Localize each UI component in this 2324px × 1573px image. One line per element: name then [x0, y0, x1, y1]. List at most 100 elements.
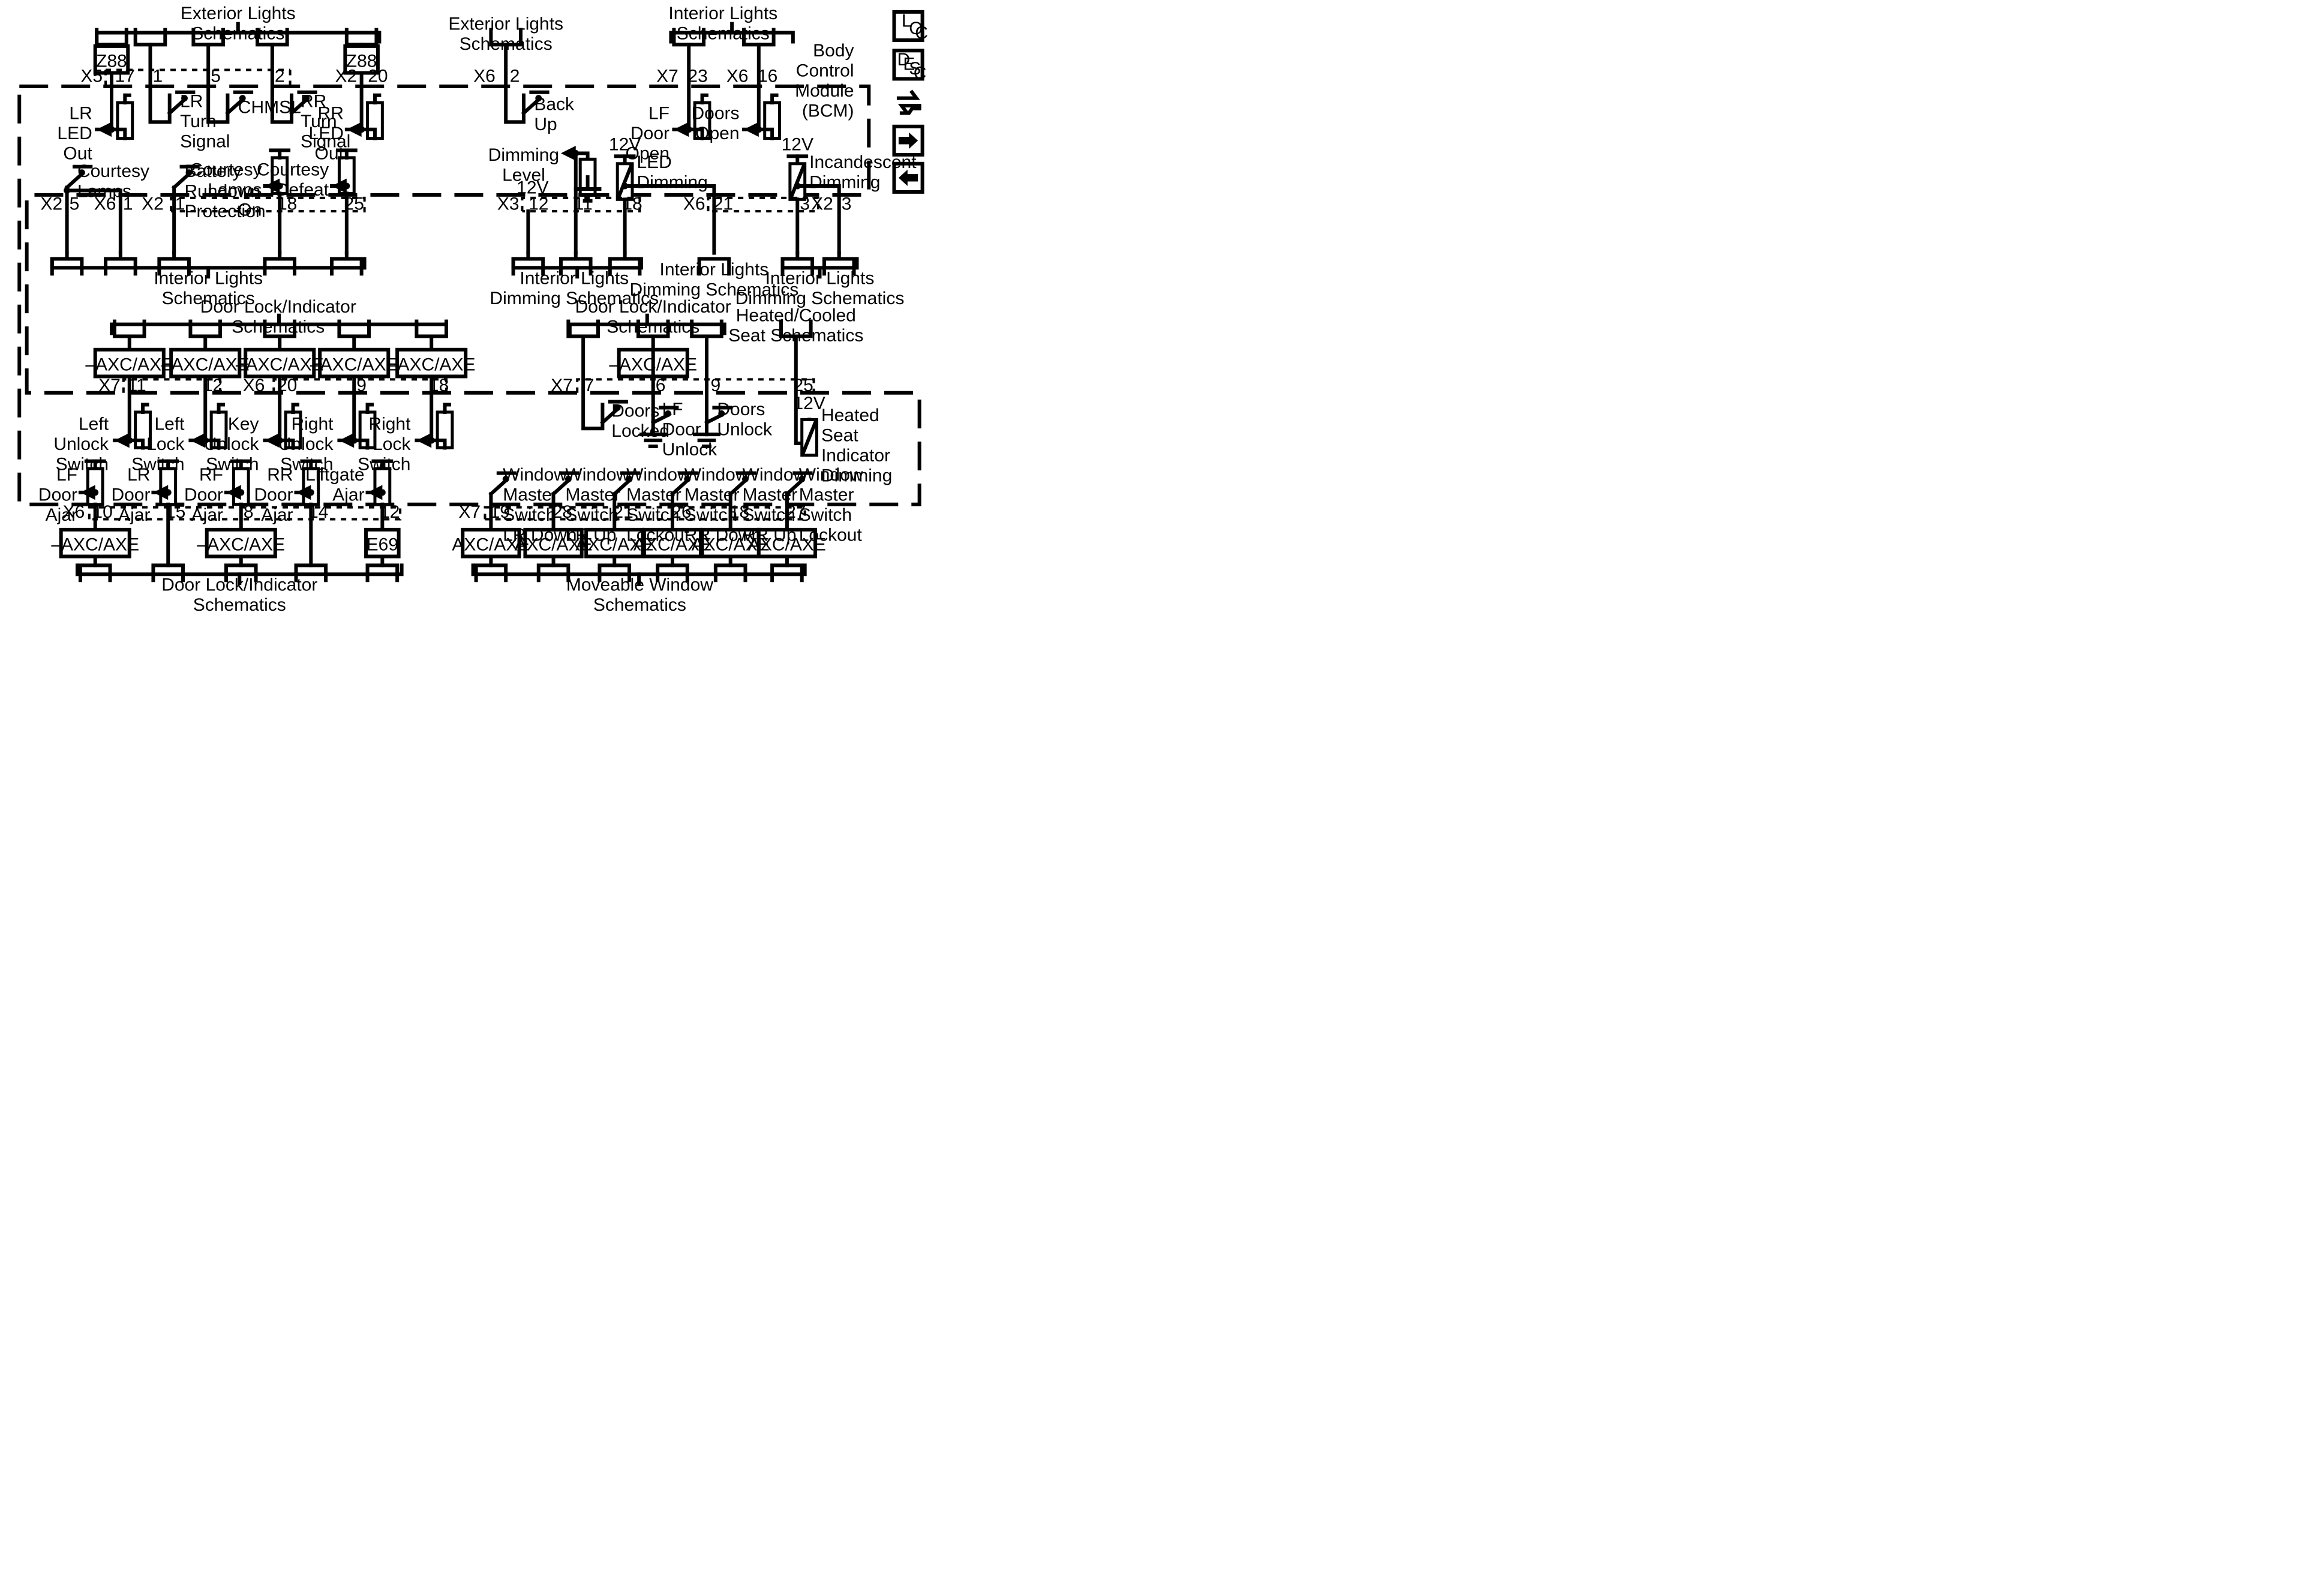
bus-label: Dimming Schematics — [735, 289, 905, 308]
pin-number: 2 — [510, 66, 520, 86]
turn-switch — [225, 97, 245, 116]
pin-number: 11 — [574, 194, 593, 214]
wire — [700, 93, 708, 105]
pin-number: 21 — [713, 194, 733, 214]
bus-label: Schematics — [606, 317, 699, 337]
e69-box — [364, 527, 401, 559]
connector-id: X3 — [497, 194, 520, 214]
junction-dot — [755, 126, 762, 133]
axc-axe-box-label: –AXC/AXE — [310, 355, 398, 375]
function-label: Unlock — [204, 434, 260, 454]
doors-locked-switch — [600, 406, 620, 425]
wire — [123, 93, 131, 105]
pin-number: 16 — [758, 66, 777, 86]
function-label: Door — [630, 124, 669, 143]
bus-label: Interior Lights — [668, 4, 777, 23]
function-label: Unlock — [278, 434, 334, 454]
function-label: Dimming — [821, 466, 892, 485]
function-label: LF — [662, 400, 683, 419]
switch-pivot — [798, 476, 806, 483]
axc-axe-box-label: –AXC/AXE — [236, 355, 324, 375]
loc-icon-letter: L — [902, 11, 912, 31]
function-label: Master — [565, 485, 620, 505]
axc-axe-box-label: AXC/AXE — [633, 535, 711, 555]
pin-number: 12 — [529, 194, 548, 214]
function-label: Left — [79, 415, 109, 434]
axc-axe-box — [93, 347, 166, 379]
module-name: Control — [796, 61, 854, 81]
axc-axe-box-label: –AXC/AXE — [197, 535, 285, 555]
function-label: Heated — [821, 406, 879, 425]
function-label: LED — [57, 124, 92, 143]
function-label: RR Down — [684, 525, 761, 545]
connector-id: X2 — [142, 194, 164, 214]
function-label: Signal — [180, 132, 230, 152]
bus-label: Schematics — [460, 34, 553, 54]
function-label: Courtesy — [77, 161, 149, 181]
function-label: LR — [69, 103, 92, 123]
function-label: Master — [684, 485, 740, 505]
pin-number: 5 — [70, 194, 80, 214]
axc-axe-box-label: AXC/AXE — [692, 535, 770, 555]
variable-resistor-arrow — [789, 164, 806, 199]
axc-axe-box-label: –AXC/AXE — [51, 535, 139, 555]
pin-number: 25 — [794, 376, 813, 395]
bus-label: Door Lock/Indicator — [575, 297, 731, 317]
z88-box-label: Z88 — [96, 52, 127, 71]
function-label: Incandescent — [809, 152, 917, 172]
function-label: RR Up — [743, 525, 797, 545]
axc-axe-box — [756, 527, 818, 559]
wire — [270, 43, 294, 124]
output-arrow — [560, 146, 576, 161]
junction-dot — [350, 437, 358, 444]
pin-number: 21 — [613, 502, 633, 522]
bus-label: Heated/Cooled — [736, 306, 856, 326]
pin-number: 12 — [203, 376, 223, 395]
function-label: Master — [799, 485, 854, 505]
wire — [148, 43, 172, 124]
function-label: Battery — [185, 161, 242, 181]
connector-x7-box — [576, 378, 815, 393]
function-label: Left — [154, 415, 185, 434]
wire — [352, 439, 370, 450]
pin-number: 20 — [368, 66, 388, 86]
bus-label: Schematics — [193, 595, 286, 615]
pin-number: 15 — [166, 502, 185, 522]
wire — [581, 334, 605, 431]
window-switch — [784, 478, 804, 497]
function-label: Switch — [131, 455, 184, 475]
function-label: Master — [503, 485, 558, 505]
axc-axe-box — [584, 527, 645, 559]
pin-number: 2 — [275, 66, 285, 86]
axc-axe-box — [59, 527, 131, 559]
junction-dot — [64, 187, 71, 194]
pin-number: 17 — [115, 66, 135, 86]
desc-icon-letter: C — [914, 63, 927, 83]
pin-number: 19 — [490, 502, 510, 522]
function-label: LED — [309, 124, 344, 143]
junction-dot — [428, 437, 435, 444]
pin-number: 12 — [380, 502, 400, 522]
connector-views-icon — [897, 104, 921, 115]
function-label: Lockout — [799, 525, 863, 545]
bus-label: Moveable Window — [566, 575, 713, 595]
connector-id: X7 — [98, 376, 121, 395]
axc-axe-box-label: AXC/AXE — [452, 535, 530, 555]
connector-x3-box — [521, 196, 641, 213]
pin-number: 20 — [277, 376, 297, 395]
wire — [430, 439, 447, 450]
bus-label: Interior Lights — [765, 269, 875, 289]
bus-label: Interior Lights — [520, 269, 629, 289]
connector-x6-box — [707, 196, 819, 213]
backup-switch — [521, 97, 541, 116]
function-label: Lock — [373, 434, 411, 454]
function-label: Door — [38, 485, 77, 505]
connector-id: X6 — [726, 66, 749, 86]
function-label: Switch — [280, 455, 333, 475]
connector-id: X6 — [683, 194, 705, 214]
connector-id: X2 — [811, 194, 833, 214]
bus-label: Schematics — [593, 595, 686, 615]
function-label: Switch — [743, 505, 795, 525]
junction-dot — [108, 126, 115, 133]
bus-label: Interior Lights — [660, 260, 769, 280]
